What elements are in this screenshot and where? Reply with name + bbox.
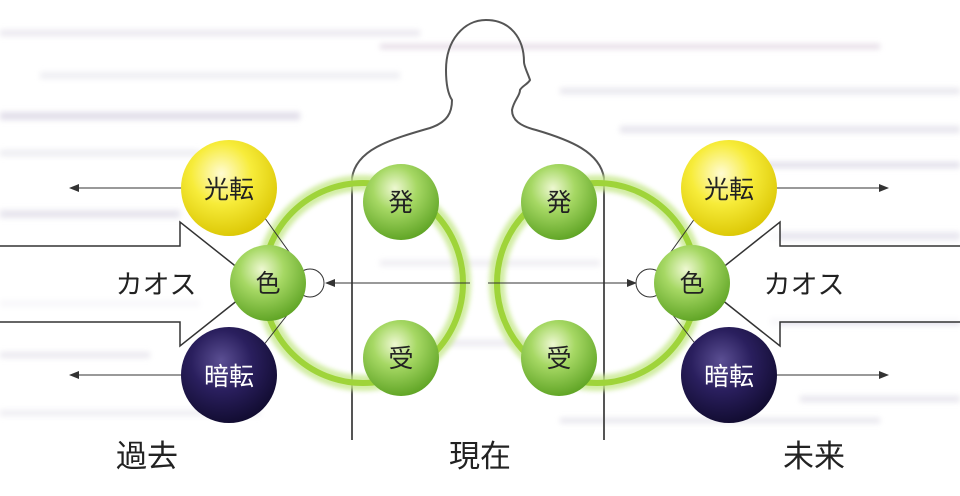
orb-light-turn-left-label: 光転 xyxy=(204,175,254,204)
chaos-label-right: カオス xyxy=(764,270,845,301)
human-silhouette xyxy=(351,18,605,440)
orb-light-turn-left: 光転 xyxy=(181,140,277,236)
orb-dark-turn-left-label: 暗転 xyxy=(204,362,254,391)
background-streaks xyxy=(0,30,960,423)
orb-light-turn-right: 光転 xyxy=(681,140,777,236)
orb-receive-left-label: 受 xyxy=(388,344,413,373)
orb-receive-right: 受 xyxy=(521,320,597,396)
orb-color-right: 色 xyxy=(654,245,730,321)
orb-color-left: 色 xyxy=(230,245,306,321)
orb-emit-right-label: 発 xyxy=(546,188,571,217)
label-present: 現在 xyxy=(449,439,511,475)
orb-color-left-label: 色 xyxy=(255,269,280,298)
orb-dark-turn-right-label: 暗転 xyxy=(704,362,754,391)
label-future: 未来 xyxy=(783,439,845,475)
orb-light-turn-right-label: 光転 xyxy=(704,175,754,204)
orb-emit-left-label: 発 xyxy=(388,188,413,217)
orb-color-right-label: 色 xyxy=(679,269,704,298)
orb-emit-left: 発 xyxy=(363,164,439,240)
orb-dark-turn-right: 暗転 xyxy=(681,327,777,423)
label-past: 過去 xyxy=(116,439,178,475)
chaos-label-left: カオス xyxy=(116,270,197,301)
orb-emit-right: 発 xyxy=(521,164,597,240)
orb-dark-turn-left: 暗転 xyxy=(181,327,277,423)
orb-receive-right-label: 受 xyxy=(546,344,571,373)
orb-receive-left: 受 xyxy=(363,320,439,396)
